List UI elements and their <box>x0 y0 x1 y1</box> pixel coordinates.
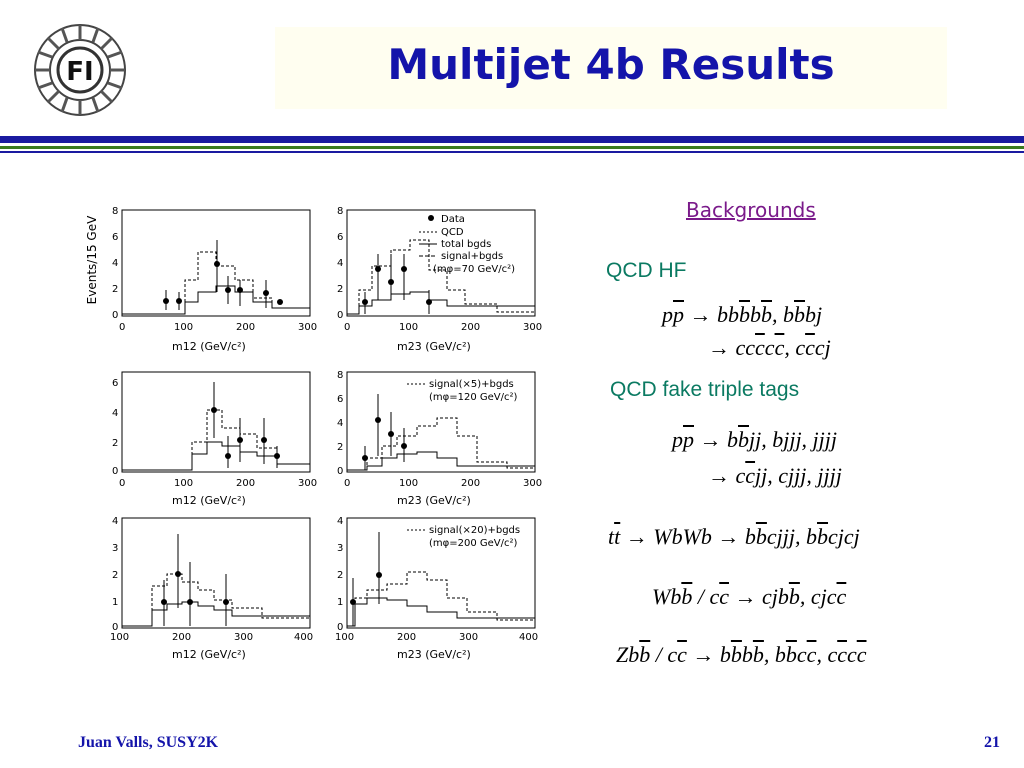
equation-zbb: Zbb / cc → bbbb, bbcc, cccc <box>616 642 867 667</box>
title-background <box>275 27 947 109</box>
qcd-hf-heading: QCD HF <box>606 259 687 282</box>
svg-text:100: 100 <box>174 478 193 489</box>
equation-ttbar: tt → WbWb → bbcjjj, bbcjcj <box>608 524 860 549</box>
svg-text:4: 4 <box>337 418 343 429</box>
legend-total: total bgds <box>441 239 491 250</box>
svg-text:200: 200 <box>172 632 191 643</box>
svg-text:200: 200 <box>236 322 255 333</box>
svg-text:100: 100 <box>399 322 418 333</box>
x-label-m23: m23 (GeV/c²) <box>397 340 471 353</box>
svg-text:100: 100 <box>399 478 418 489</box>
svg-text:400: 400 <box>519 632 538 643</box>
legend-data: Data <box>441 214 465 225</box>
svg-text:4: 4 <box>337 516 343 527</box>
svg-text:4: 4 <box>112 516 118 527</box>
svg-text:8: 8 <box>337 206 343 217</box>
svg-text:100: 100 <box>110 632 129 643</box>
logo-letters: FI <box>66 57 93 87</box>
equation-fake-2: → ccjj, cjjj, jjjj <box>708 463 842 488</box>
x-label-m12: m12 (GeV/c²) <box>172 340 246 353</box>
header-rule-green <box>0 146 1024 149</box>
svg-text:0: 0 <box>112 466 118 477</box>
svg-text:300: 300 <box>523 478 542 489</box>
svg-text:4: 4 <box>112 258 118 269</box>
page-number: 21 <box>984 734 1000 751</box>
svg-text:6: 6 <box>337 232 343 243</box>
svg-text:0: 0 <box>344 322 350 333</box>
svg-text:300: 300 <box>523 322 542 333</box>
svg-text:0: 0 <box>112 310 118 321</box>
legend-signal: signal+bgds <box>441 251 503 262</box>
equation-qcd-hf-2: → ccccc, cccj <box>708 335 831 360</box>
svg-text:0: 0 <box>344 478 350 489</box>
svg-text:100: 100 <box>174 322 193 333</box>
svg-text:2: 2 <box>112 438 118 449</box>
svg-text:3: 3 <box>337 543 343 554</box>
legend-qcd: QCD <box>441 227 464 238</box>
svg-text:0: 0 <box>119 478 125 489</box>
panel-m23-70: 8 6 4 2 0 0 100 200 300 Data QCD total bgds sig… <box>337 206 542 353</box>
backgrounds-link[interactable]: Backgrounds <box>686 198 816 222</box>
svg-text:4: 4 <box>337 258 343 269</box>
svg-text:400: 400 <box>294 632 313 643</box>
svg-text:1: 1 <box>337 597 343 608</box>
panel-m23-200: 4 3 2 1 0 100 200 300 400 signal(×20)+bgds (mφ=… <box>335 516 538 661</box>
equation-fake-1: pp → bbjj, bjjj, jjjj <box>672 427 838 452</box>
fermilab-logo: FI <box>34 24 126 116</box>
svg-text:200: 200 <box>461 478 480 489</box>
panel-m12-70: 8 6 4 2 0 0 100 200 300 m12 (GeV/c²) <box>112 206 317 353</box>
equation-qcd-hf-1: pp → bbbbb, bbbj <box>662 302 823 327</box>
legend-mass-200: (mφ=200 GeV/c²) <box>429 538 518 549</box>
header-rule-blue <box>0 136 1024 143</box>
svg-text:8: 8 <box>112 206 118 217</box>
svg-text:200: 200 <box>236 478 255 489</box>
qcd-fake-heading: QCD fake triple tags <box>610 378 800 401</box>
panel-m12-200: 4 3 2 1 0 100 200 300 400 m12 (GeV/c²) <box>110 516 313 661</box>
svg-text:1: 1 <box>112 597 118 608</box>
svg-text:200: 200 <box>461 322 480 333</box>
svg-text:2: 2 <box>112 284 118 295</box>
svg-text:2: 2 <box>337 570 343 581</box>
svg-text:3: 3 <box>112 543 118 554</box>
x-label-m23-b: m23 (GeV/c²) <box>397 494 471 507</box>
svg-text:0: 0 <box>337 310 343 321</box>
svg-text:0: 0 <box>119 322 125 333</box>
svg-text:300: 300 <box>298 478 317 489</box>
panel-m12-120: 6 4 2 0 0 100 200 300 m12 (GeV/c²) <box>112 371 317 507</box>
svg-text:4: 4 <box>112 408 118 419</box>
slide-title: Multijet 4b Results <box>387 40 835 89</box>
svg-text:6: 6 <box>112 378 118 389</box>
svg-text:300: 300 <box>298 322 317 333</box>
svg-text:0: 0 <box>337 466 343 477</box>
svg-text:6: 6 <box>337 394 343 405</box>
legend-signal-x5: signal(×5)+bgds <box>429 379 514 390</box>
svg-text:2: 2 <box>112 570 118 581</box>
x-label-m12-c: m12 (GeV/c²) <box>172 648 246 661</box>
x-label-m23-c: m23 (GeV/c²) <box>397 648 471 661</box>
svg-text:0: 0 <box>112 622 118 633</box>
legend-mass-120: (mφ=120 GeV/c²) <box>429 392 518 403</box>
svg-text:300: 300 <box>459 632 478 643</box>
svg-text:300: 300 <box>234 632 253 643</box>
x-label-m12-b: m12 (GeV/c²) <box>172 494 246 507</box>
svg-text:0: 0 <box>337 622 343 633</box>
header-rule-thin <box>0 151 1024 153</box>
legend-signal-x20: signal(×20)+bgds <box>429 525 520 536</box>
equation-wbb: Wbb / cc → cjbb, cjcc <box>652 584 847 609</box>
svg-text:200: 200 <box>397 632 416 643</box>
svg-text:100: 100 <box>335 632 354 643</box>
svg-text:8: 8 <box>337 370 343 381</box>
svg-text:2: 2 <box>337 284 343 295</box>
footer-author: Juan Valls, SUSY2K <box>78 734 219 751</box>
panel-m23-120: 8 6 4 2 0 0 100 200 300 signal(×5)+bgds (mφ=120… <box>337 370 542 507</box>
svg-text:2: 2 <box>337 442 343 453</box>
y-axis-label: Events/15 GeV <box>85 215 99 304</box>
svg-text:6: 6 <box>112 232 118 243</box>
legend-mass-70: (mφ=70 GeV/c²) <box>433 264 515 275</box>
